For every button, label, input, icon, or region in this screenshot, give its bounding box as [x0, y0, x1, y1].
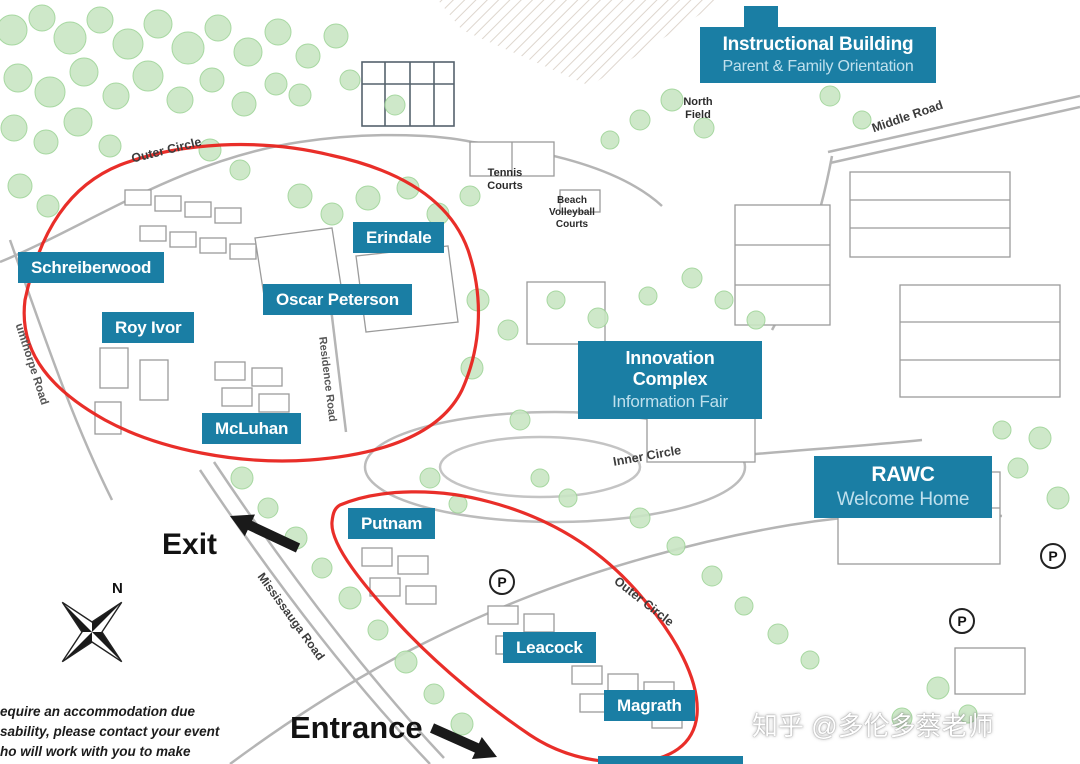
compass-rose-icon: [61, 601, 123, 663]
innovation-subtitle: Information Fair: [612, 392, 728, 411]
entrance-arrow-icon: [430, 723, 497, 759]
accessibility-note-line2: sability, please contact your event: [0, 724, 220, 739]
instructional-title: Instructional Building: [722, 34, 914, 55]
label-schreiberwood: Schreiberwood: [18, 252, 165, 283]
exit-arrow-icon: [230, 514, 301, 553]
label-roy-ivor: Roy Ivor: [102, 312, 195, 343]
trees: [0, 4, 1070, 736]
label-magrath: Magrath: [604, 690, 695, 721]
label-mcluhan: McLuhan: [202, 413, 302, 444]
label-oscar-peterson: Oscar Peterson: [263, 284, 412, 315]
rawc-title: RAWC: [871, 463, 935, 486]
roy-ivor-title: Roy Ivor: [115, 317, 182, 337]
tennis-courts-label: Tennis Courts: [487, 167, 523, 192]
label-erindale: Erindale: [353, 222, 445, 253]
accessibility-note-line1: equire an accommodation due: [0, 704, 196, 719]
label-putnam: Putnam: [348, 508, 436, 539]
oscar-peterson-title: Oscar Peterson: [276, 289, 399, 309]
label-instructional-building: Instructional Building Parent & Family O…: [700, 27, 936, 83]
accessibility-note-line3: ho will work with you to make: [0, 744, 191, 759]
direction-arrows: [230, 514, 497, 759]
magrath-title: Magrath: [617, 695, 682, 715]
teal-patch-bottom: [598, 756, 743, 764]
innovation-title: Innovation Complex: [625, 348, 715, 389]
teal-patch-top: [744, 6, 778, 27]
entrance-label: Entrance: [290, 710, 423, 745]
erindale-title: Erindale: [366, 227, 432, 247]
hatched-field: [438, 0, 722, 86]
mcluhan-title: McLuhan: [215, 418, 289, 438]
parking-icon: P: [1040, 543, 1066, 569]
parking-icon: P: [949, 608, 975, 634]
watermark: 知乎 @多伦多蔡老师: [752, 711, 994, 741]
putnam-title: Putnam: [361, 513, 423, 533]
label-rawc: RAWC Welcome Home: [814, 456, 992, 518]
parking-icon: P: [489, 569, 515, 595]
label-innovation-complex: Innovation Complex Information Fair: [578, 341, 762, 419]
leacock-title: Leacock: [516, 637, 583, 657]
north-field-label: North Field: [683, 96, 713, 121]
compass-north-label: N: [112, 580, 123, 597]
schreiberwood-title: Schreiberwood: [31, 257, 152, 277]
rawc-subtitle: Welcome Home: [836, 489, 970, 510]
label-leacock: Leacock: [503, 632, 596, 663]
accessibility-note: equire an accommodation due sability, pl…: [0, 702, 219, 762]
beach-volleyball-label: Beach Volleyball Courts: [549, 195, 595, 230]
north-residence-outline: [22, 142, 480, 463]
exit-label: Exit: [162, 528, 218, 561]
instructional-subtitle: Parent & Family Orientation: [722, 58, 914, 75]
